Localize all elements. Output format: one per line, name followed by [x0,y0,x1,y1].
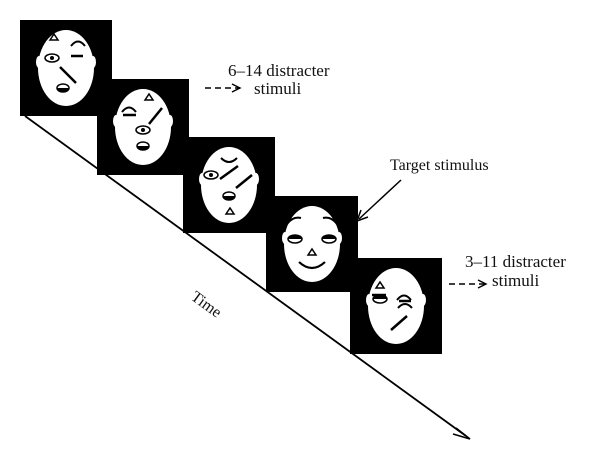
distracters-before-line2: stimuli [254,79,302,98]
distracters-after-line1: 3–11 distracter [465,252,566,271]
dashed-arrow-before [205,83,242,93]
distracters-after-line2: stimuli [492,271,540,290]
target-pointer-arrow [355,179,402,223]
stimulus-frame-2 [97,79,189,175]
dashed-arrow-after [449,279,488,289]
stimulus-frame-4-target [266,196,358,292]
time-axis-arrowhead [452,427,471,440]
target-stimulus-label: Target stimulus [390,157,489,174]
stimulus-frame-3 [183,137,275,233]
stimulus-frame-1 [20,20,112,116]
stimulus-frame-5 [350,258,442,354]
distracters-before-line1: 6–14 distracter [228,61,330,80]
